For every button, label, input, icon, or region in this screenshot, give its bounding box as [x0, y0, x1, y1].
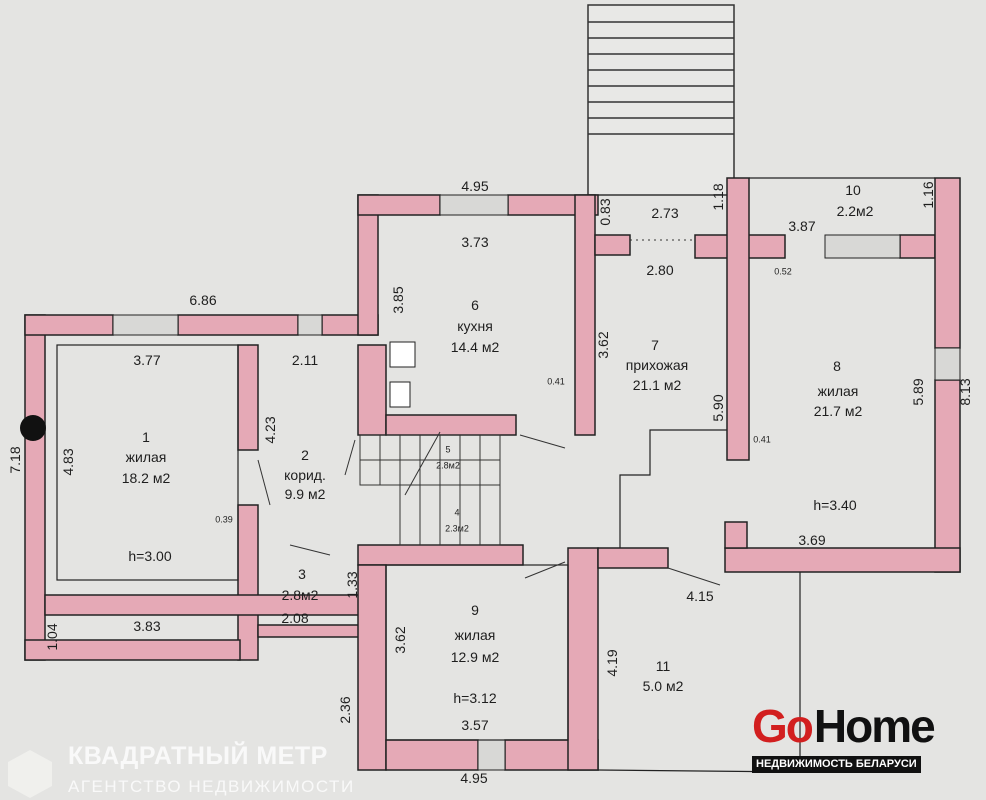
plan-label: 6.86	[189, 292, 217, 308]
plan-label: 1.18	[710, 183, 726, 211]
plan-label: 0.41	[547, 376, 565, 387]
plan-label: 5.0 м2	[642, 678, 684, 694]
plan-label: 4.95	[460, 770, 488, 786]
plan-label: 1	[142, 429, 150, 445]
walls	[24, 177, 961, 771]
plan-label: 3.85	[390, 286, 406, 314]
plan-label: 1.16	[920, 181, 936, 209]
plan-label: 3.62	[595, 331, 611, 359]
plan-label: 11	[655, 658, 671, 674]
plan-label: h=3.12	[453, 690, 497, 706]
gohome-logo: GoHome НЕДВИЖИМОСТЬ БЕЛАРУСИ	[752, 700, 936, 773]
plan-label: 1.33	[344, 571, 360, 599]
plan-label: 2.08	[281, 610, 309, 626]
plan-label: жилая	[125, 449, 167, 465]
plan-label: 0.52	[774, 266, 792, 277]
plan-label: 9.9 м2	[284, 486, 326, 502]
gohome-home: Home	[813, 700, 936, 752]
plan-label: 14.4 м2	[450, 339, 500, 355]
plan-label: 0.39	[215, 514, 233, 525]
plan-label: 2.80	[646, 262, 674, 278]
plan-label: 3	[298, 566, 306, 582]
plan-label: 2.36	[337, 696, 353, 724]
plan-label: 9	[471, 602, 479, 618]
plan-label: 5.89	[910, 378, 926, 406]
plan-label: жилая	[454, 627, 496, 643]
plan-label: 21.1 м2	[632, 377, 682, 393]
plan-label: 4.15	[686, 588, 714, 604]
plan-label: 8	[833, 358, 841, 374]
plan-label: 0.83	[597, 198, 613, 226]
plan-label: 4.23	[262, 416, 278, 444]
plan-label: кухня	[457, 318, 493, 334]
plan-label: 5	[445, 444, 451, 455]
gohome-subtitle: НЕДВИЖИМОСТЬ БЕЛАРУСИ	[752, 756, 921, 773]
plan-label: 3.77	[133, 352, 161, 368]
plan-label: 1.04	[44, 623, 60, 651]
plan-label: 2.8м2	[281, 587, 319, 603]
exterior-stairs	[587, 4, 735, 196]
plan-label: 3.69	[798, 532, 826, 548]
plan-label: 3.87	[788, 218, 816, 234]
plan-label: корид.	[284, 467, 326, 483]
plan-label: h=3.40	[813, 497, 857, 513]
plan-label: 10	[845, 182, 861, 198]
plan-label: прихожая	[625, 357, 689, 373]
sink-icon	[389, 381, 411, 408]
agency-logo-icon	[8, 750, 52, 798]
door-swings	[257, 239, 721, 586]
interior-stairs	[359, 431, 501, 546]
plan-label: 0.41	[753, 434, 771, 445]
plan-label: 8.13	[957, 378, 973, 406]
plan-label: 21.7 м2	[813, 403, 863, 419]
plan-label: 4.19	[604, 649, 620, 677]
plan-label: 2.11	[291, 352, 319, 368]
gohome-go: Go	[752, 700, 814, 752]
plan-label: 4.83	[60, 448, 76, 476]
agency-title: КВАДРАТНЫЙ МЕТР	[68, 742, 328, 770]
plan-label: h=3.00	[128, 548, 172, 564]
windows	[112, 194, 961, 771]
gohome-wordmark: GoHome	[752, 700, 936, 752]
plan-label: жилая	[817, 383, 859, 399]
plan-label: 5.90	[710, 394, 726, 422]
plan-label: 4.95	[461, 178, 489, 194]
marker-dot	[20, 415, 46, 441]
plan-label: 7	[651, 337, 659, 353]
plan-label: 2	[301, 447, 309, 463]
plan-label: 18.2 м2	[121, 470, 171, 486]
agency-subtitle: АГЕНТСТВО НЕДВИЖИМОСТИ	[68, 777, 355, 796]
plan-label: 2.2м2	[836, 203, 874, 219]
plan-label: 2.73	[651, 205, 679, 221]
kitchen-fixtures	[389, 341, 416, 408]
plan-label: 2.8м2	[436, 460, 460, 471]
plan-label: 12.9 м2	[450, 649, 500, 665]
plan-label: 4	[454, 507, 460, 518]
plan-label: 6	[471, 297, 479, 313]
plan-label: 3.62	[392, 626, 408, 654]
plan-label: 7.18	[7, 446, 23, 474]
stove-icon	[389, 341, 416, 368]
room-outlines	[56, 177, 935, 773]
plan-label: 2.3м2	[445, 523, 469, 534]
plan-label: 3.83	[133, 618, 161, 634]
plan-label: 3.57	[461, 717, 489, 733]
plan-label: 3.73	[461, 234, 489, 250]
